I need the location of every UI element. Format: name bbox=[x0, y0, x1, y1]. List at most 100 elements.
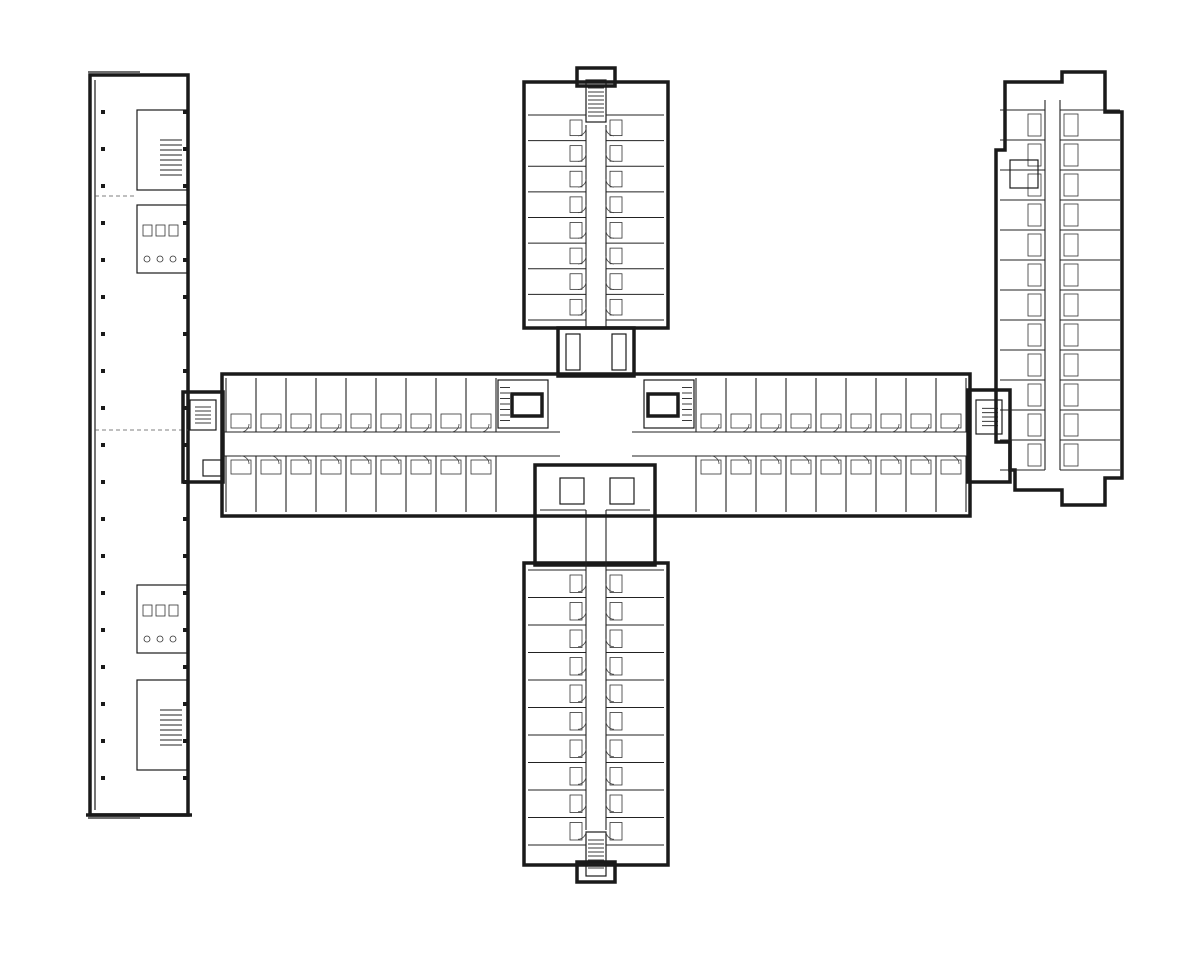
toilet-core-north bbox=[136, 204, 188, 274]
column bbox=[183, 628, 187, 632]
bathroom-pod bbox=[260, 413, 282, 429]
bathroom-pod bbox=[790, 459, 812, 475]
sink-fixture bbox=[156, 255, 164, 263]
door-swing bbox=[577, 721, 587, 730]
bathroom-pod bbox=[569, 119, 583, 137]
column bbox=[101, 110, 105, 114]
south-wing bbox=[522, 463, 670, 884]
door-swing bbox=[605, 748, 615, 758]
toilet-fixture bbox=[155, 224, 166, 237]
door-swing bbox=[300, 423, 310, 433]
door-swing bbox=[605, 179, 615, 188]
column bbox=[101, 369, 105, 373]
bathroom-pod bbox=[569, 794, 583, 813]
bathroom-pod bbox=[1063, 443, 1079, 467]
column bbox=[101, 332, 105, 336]
column bbox=[183, 110, 187, 114]
bathroom-pod bbox=[609, 247, 623, 265]
door-swing bbox=[240, 455, 250, 465]
door-swing bbox=[605, 721, 615, 730]
door-swing bbox=[740, 423, 750, 433]
door-swing bbox=[270, 423, 280, 433]
bathroom-pod bbox=[380, 413, 402, 429]
south-stair bbox=[585, 831, 607, 877]
bathroom-pod bbox=[1027, 143, 1042, 167]
bathroom-pod bbox=[1063, 383, 1079, 407]
left-block bbox=[86, 71, 192, 819]
column bbox=[101, 258, 105, 262]
bathroom-pod bbox=[290, 413, 312, 429]
bathroom-pod bbox=[320, 413, 342, 429]
toilet-fixture bbox=[168, 604, 179, 617]
bathroom-pod bbox=[609, 119, 623, 137]
door-swing bbox=[605, 638, 615, 648]
door-swing bbox=[800, 423, 810, 433]
bathroom-pod bbox=[609, 629, 623, 648]
bathroom-pod bbox=[790, 413, 812, 429]
door-swing bbox=[605, 831, 615, 840]
bathroom-pod bbox=[1063, 113, 1079, 137]
bathroom-pod bbox=[850, 459, 872, 475]
door-swing bbox=[830, 455, 840, 465]
bathroom-pod bbox=[440, 459, 462, 475]
bathroom-pod bbox=[910, 413, 932, 429]
bathroom-pod bbox=[609, 170, 623, 188]
door-swing bbox=[577, 748, 587, 758]
door-swing bbox=[710, 455, 720, 465]
bathroom-pod bbox=[1027, 443, 1042, 467]
bathroom-pod bbox=[700, 459, 722, 475]
toilet-fixture bbox=[155, 604, 166, 617]
bathroom-pod bbox=[1027, 353, 1042, 377]
door-swing bbox=[577, 230, 587, 239]
column bbox=[101, 184, 105, 188]
sink-fixture bbox=[169, 635, 177, 643]
column bbox=[183, 369, 187, 373]
bathroom-pod bbox=[1027, 233, 1042, 257]
column bbox=[101, 221, 105, 225]
right-block bbox=[994, 70, 1124, 507]
bathroom-pod bbox=[880, 459, 902, 475]
bathroom-pod bbox=[609, 145, 623, 162]
bathroom-pod bbox=[569, 657, 583, 676]
bathroom-pod bbox=[380, 459, 402, 475]
door-swing bbox=[605, 204, 615, 214]
bathroom-pod bbox=[1063, 203, 1079, 227]
bathroom-pod bbox=[910, 459, 932, 475]
column bbox=[183, 443, 187, 447]
door-swing bbox=[480, 455, 490, 465]
column bbox=[101, 480, 105, 484]
bathroom-pod bbox=[1063, 323, 1079, 347]
bathroom-pod bbox=[820, 459, 842, 475]
toilet-fixture bbox=[142, 604, 153, 617]
door-swing bbox=[577, 127, 587, 137]
door-swing bbox=[920, 423, 930, 433]
bathroom-pod bbox=[569, 629, 583, 648]
bathroom-pod bbox=[569, 170, 583, 188]
door-swing bbox=[390, 455, 400, 465]
bathroom-pod bbox=[569, 602, 583, 621]
bathroom-pod bbox=[569, 822, 583, 841]
sink-fixture bbox=[156, 635, 164, 643]
bathroom-pod bbox=[1027, 113, 1042, 137]
door-swing bbox=[577, 153, 587, 162]
bathroom-pod bbox=[569, 684, 583, 703]
bathroom-pod bbox=[880, 413, 902, 429]
bathroom-pod bbox=[760, 459, 782, 475]
link-east bbox=[966, 388, 1012, 484]
column bbox=[183, 184, 187, 188]
bathroom-pod bbox=[1027, 293, 1042, 317]
bathroom-pod bbox=[609, 684, 623, 703]
bathroom-pod bbox=[609, 574, 623, 593]
north-stair bbox=[585, 79, 607, 123]
column bbox=[183, 258, 187, 262]
door-swing bbox=[577, 204, 587, 214]
bathroom-pod bbox=[1027, 383, 1042, 407]
column bbox=[101, 295, 105, 299]
bathroom-pod bbox=[730, 413, 752, 429]
bathroom-pod bbox=[1063, 143, 1079, 167]
door-swing bbox=[577, 831, 587, 840]
bathroom-pod bbox=[1027, 323, 1042, 347]
column bbox=[183, 406, 187, 410]
bathroom-pod bbox=[230, 459, 252, 475]
